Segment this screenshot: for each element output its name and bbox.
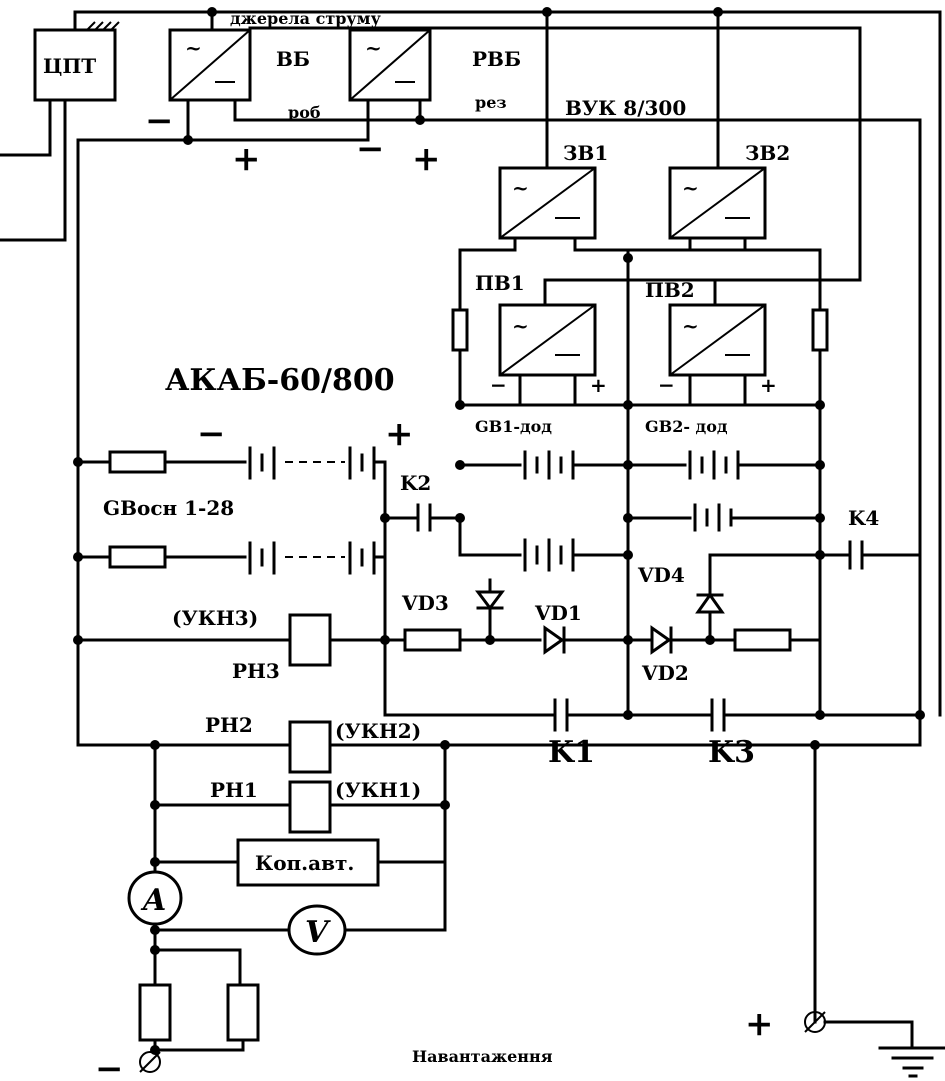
k1-label: K1 [548,735,595,770]
source-title: джерела струму [230,9,382,28]
voltmeter-label: V [305,915,331,950]
svg-text:+: + [232,139,261,179]
rn1-label: РН1 [210,778,258,802]
pv2-label: ПВ2 [645,278,695,302]
gb2-label: GB2- дод [645,417,728,436]
svg-text:+: + [385,414,414,454]
zv2-label: ЗВ2 [745,141,790,165]
k4-label: K4 [848,506,879,530]
shunt-right [226,983,260,1042]
pv1-label: ПВ1 [475,271,525,295]
vd2-label: VD2 [641,661,689,685]
kop-label: Коп.авт. [255,851,354,875]
ground-symbol [878,1046,945,1078]
ammeter [127,870,183,926]
fuse-left [451,308,469,352]
rez-label: рез [475,93,507,112]
fuse-right [811,308,829,352]
svg-text:~: ~ [185,36,202,60]
ukn2-label: (УКН2) [335,719,421,743]
rob-label: роб [288,103,321,122]
svg-text:+: + [745,1004,774,1044]
charger-section: ~ ЗВ1 ~ ЗВ2 ~ ПВ1 ~ ПВ2 − + − [451,141,862,717]
gb1-label: GB1-дод [475,417,552,436]
svg-text:~: ~ [512,176,529,200]
vd1-label: VD1 [534,601,582,625]
ukn3-label: (УКН3) [172,606,258,630]
cppt-box [33,28,117,102]
shunt-left [138,983,172,1042]
svg-text:+: + [590,373,607,397]
rn3-label: РН3 [232,659,280,683]
rn2-relay [288,720,332,774]
vuk-label: ВУК 8/300 [565,96,686,120]
svg-text:~: ~ [682,176,699,200]
fuse-gbosn-1 [108,450,167,474]
vb-label: ВБ [276,47,310,71]
battery-section: АКАБ-60/800 − + GBосн 1-28 K2 GB1-дод [73,363,925,770]
fuse-vd2 [733,628,792,652]
vd3-label: VD3 [401,591,449,615]
svg-text:+: + [760,373,777,397]
ammeter-label: A [140,883,166,918]
negative-terminal [139,1051,161,1073]
k2-label: K2 [400,471,431,495]
svg-text:−: − [197,414,226,454]
svg-text:−: − [145,101,174,141]
svg-text:+: + [412,139,441,179]
rn1-relay [288,780,332,834]
k3-label: K3 [708,735,755,770]
akab-label: АКАБ-60/800 [165,363,395,398]
load-label: Навантаження [412,1047,553,1066]
load-section: РН2 (УКН2) РН1 (УКН1) Коп.авт. A V [76,713,945,1081]
svg-text:~: ~ [512,314,529,338]
fuse-gbosn-2 [108,545,167,569]
ukn1-label: (УКН1) [335,778,421,802]
svg-text:−: − [356,129,385,169]
vd4-label: VD4 [637,563,685,587]
svg-text:~: ~ [365,36,382,60]
rn3-relay [288,613,332,667]
voltmeter [287,904,347,956]
rvb-label: РВБ [472,47,521,71]
svg-text:−: − [95,1049,124,1081]
rn2-label: РН2 [205,713,253,737]
cppt-label: ЦПТ [43,54,96,78]
svg-text:−: − [658,373,675,397]
source-section: ЦПТ ~ ВБ ~ РВБ джерела струму − + − [0,7,942,747]
svg-text:−: − [490,373,507,397]
gbosn-label: GBосн 1-28 [103,496,234,520]
fuse-vd1 [403,628,462,652]
zv1-label: ЗВ1 [563,141,608,165]
svg-text:~: ~ [682,314,699,338]
